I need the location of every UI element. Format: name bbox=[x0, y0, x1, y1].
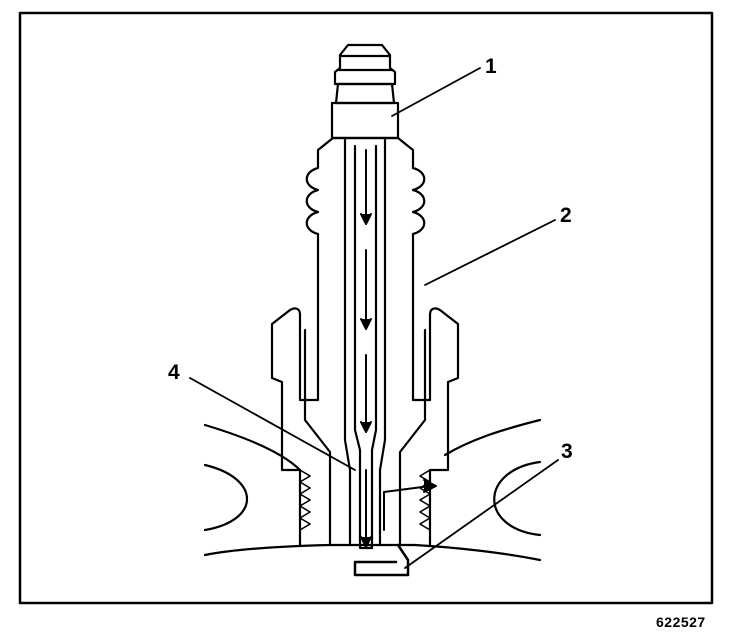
insulator-band bbox=[330, 101, 400, 140]
callout-2: 2 bbox=[560, 204, 572, 227]
leader-lines bbox=[189, 67, 559, 569]
diagram-border bbox=[18, 11, 714, 605]
ground-electrode bbox=[353, 543, 410, 577]
insulator-core bbox=[343, 138, 387, 547]
heat-flow-arrows bbox=[360, 149, 437, 548]
shell-inner-right bbox=[398, 328, 427, 547]
callout-1: 1 bbox=[485, 55, 497, 78]
insulator-body bbox=[270, 136, 460, 547]
figure-id: 622527 bbox=[656, 614, 706, 630]
terminal-nut bbox=[333, 43, 397, 86]
callout-4: 4 bbox=[168, 361, 180, 384]
callout-3: 3 bbox=[561, 440, 573, 463]
terminal-stud bbox=[334, 82, 396, 105]
shell-inner-left bbox=[303, 328, 332, 547]
shell-thread-right bbox=[419, 469, 431, 531]
cylinder-head bbox=[203, 418, 542, 562]
shell-thread-left bbox=[299, 469, 311, 531]
